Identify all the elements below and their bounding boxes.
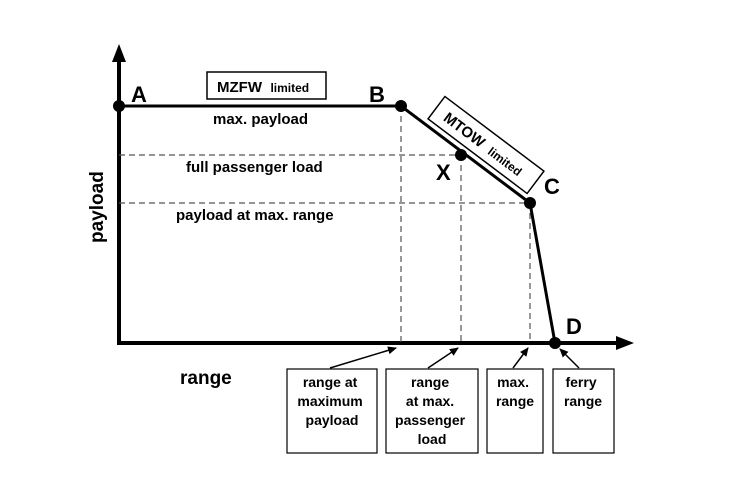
max-payload-label: max. payload bbox=[213, 111, 308, 128]
range-box-ferry-line-2: range bbox=[564, 393, 602, 409]
range-box-ferry bbox=[552, 368, 615, 454]
full-passenger-load-label: full passenger load bbox=[186, 159, 323, 176]
point-c-marker bbox=[524, 197, 536, 209]
mzfw-limited-box: MZFW limited bbox=[206, 71, 327, 100]
x-axis-arrowhead bbox=[616, 336, 634, 350]
point-a-label: A bbox=[131, 82, 147, 107]
arrow-max-passenger bbox=[427, 347, 459, 369]
range-box-max-payload-line-1: range at bbox=[303, 374, 358, 390]
range-box-text-ferry: ferry range bbox=[564, 374, 602, 409]
range-box-text-max-payload: range at maximum payload bbox=[297, 374, 366, 428]
point-x-label: X bbox=[436, 160, 451, 185]
range-box-max-passenger-line-1: range bbox=[411, 374, 449, 390]
point-b-label: B bbox=[369, 82, 385, 107]
arrow-max-range bbox=[512, 347, 529, 369]
point-b-marker bbox=[395, 100, 407, 112]
mzfw-limited-label: limited bbox=[270, 81, 309, 95]
point-d-marker bbox=[549, 337, 561, 349]
range-box-ferry-line-1: ferry bbox=[565, 374, 596, 390]
range-box-text-max-passenger: range at max. passenger load bbox=[395, 374, 469, 447]
x-axis-label: range bbox=[180, 368, 232, 389]
svg-text:MZFW limited: MZFW limited bbox=[217, 79, 309, 96]
range-box-max-payload bbox=[286, 368, 378, 454]
arrow-ferry-range bbox=[559, 348, 580, 369]
range-box-max-passenger bbox=[385, 368, 479, 454]
payload-at-max-range-label: payload at max. range bbox=[176, 207, 334, 224]
mzfw-label: MZFW bbox=[217, 79, 263, 96]
range-box-max-payload-line-3: payload bbox=[306, 412, 359, 428]
y-axis-label: payload bbox=[87, 171, 108, 243]
range-box-max-payload-line-2: maximum bbox=[297, 393, 362, 409]
point-x-marker bbox=[455, 149, 467, 161]
range-box-max-passenger-line-4: load bbox=[418, 431, 447, 447]
range-box-text-max-range: max. range bbox=[496, 374, 534, 409]
range-box-max-passenger-line-3: passenger bbox=[395, 412, 466, 428]
range-box-max-passenger-line-2: at max. bbox=[406, 393, 454, 409]
range-box-max-range-line-1: max. bbox=[497, 374, 529, 390]
arrow-max-payload bbox=[329, 346, 397, 369]
y-axis-arrowhead bbox=[112, 44, 126, 62]
range-box-max-range bbox=[486, 368, 544, 454]
point-c-label: C bbox=[544, 174, 560, 199]
point-d-label: D bbox=[566, 314, 582, 339]
range-box-max-range-line-2: range bbox=[496, 393, 534, 409]
point-a-marker bbox=[113, 100, 125, 112]
